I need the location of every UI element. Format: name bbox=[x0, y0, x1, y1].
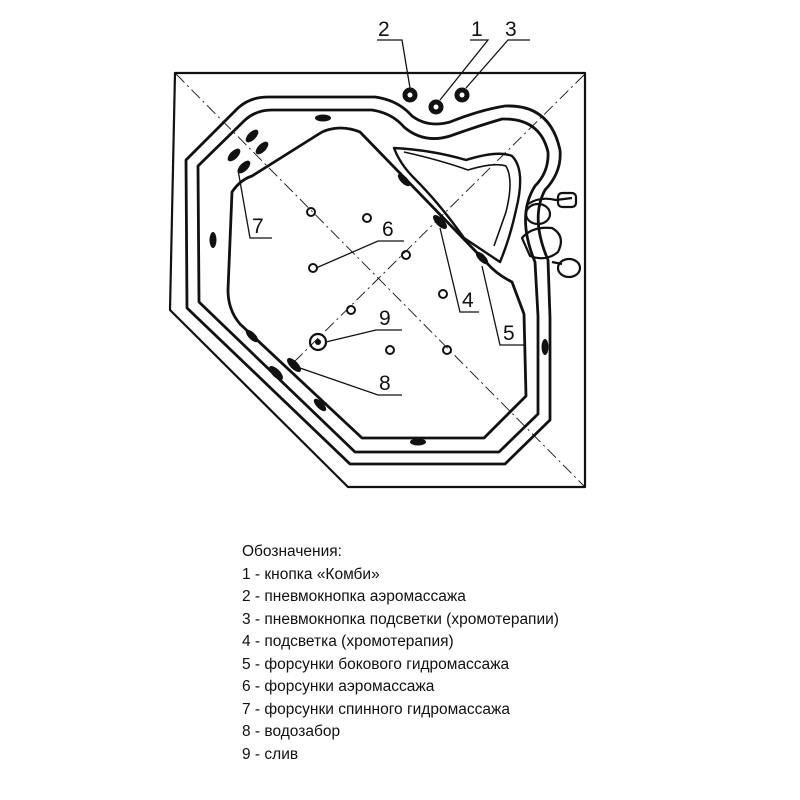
aero-jet bbox=[438, 289, 448, 299]
leader-line bbox=[439, 39, 490, 101]
callout-5: 5 bbox=[503, 322, 515, 345]
aero-jet bbox=[401, 250, 411, 260]
aero-jet bbox=[385, 345, 395, 355]
leader-line bbox=[315, 240, 404, 269]
legend-item: 7 - форсунки спинного гидромассажа bbox=[242, 700, 510, 718]
side-jet bbox=[209, 232, 217, 248]
bathtub-basin bbox=[226, 126, 528, 440]
spout-recess bbox=[392, 146, 522, 264]
side-jet bbox=[255, 141, 269, 155]
side-jet bbox=[287, 358, 301, 372]
leader-line bbox=[439, 227, 479, 313]
callout-8: 8 bbox=[379, 372, 391, 395]
side-jet bbox=[397, 173, 411, 187]
side-jet bbox=[313, 398, 327, 412]
callout-2: 2 bbox=[378, 18, 390, 41]
spout-recess-inner bbox=[403, 151, 511, 247]
leader-line bbox=[237, 169, 272, 239]
legend-item: 1 - кнопка «Комби» bbox=[242, 565, 380, 583]
leader-line bbox=[325, 329, 402, 343]
aero-jet bbox=[308, 263, 318, 273]
side-jet bbox=[269, 366, 283, 380]
side-jet bbox=[245, 329, 259, 343]
side-jet bbox=[410, 438, 426, 446]
leader-line bbox=[299, 367, 402, 396]
leader-line bbox=[465, 39, 530, 89]
side-jet bbox=[227, 148, 241, 162]
faucet bbox=[520, 191, 582, 279]
bathtub-rim-ring-outer bbox=[184, 95, 562, 466]
leader-line bbox=[377, 39, 411, 89]
callout-7: 7 bbox=[252, 215, 264, 238]
legend-item: 8 - водозабор bbox=[242, 723, 341, 740]
side-jet bbox=[245, 129, 259, 143]
callout-6: 6 bbox=[382, 218, 394, 241]
aero-jet bbox=[362, 213, 372, 223]
callout-1: 1 bbox=[471, 18, 483, 41]
bathtub-outer-rim bbox=[168, 71, 587, 489]
legend-item: 4 - подсветка (хромотерапия) bbox=[242, 633, 454, 650]
callout-4: 4 bbox=[462, 289, 474, 312]
aero-jet bbox=[442, 345, 452, 355]
legend-item: 3 - пневмокнопка подсветки (хромотерапии… bbox=[242, 610, 559, 628]
bathtub-diagram: 2 1 3 4 5 6 7 9 8 bbox=[168, 18, 587, 489]
side-jet bbox=[315, 114, 331, 122]
center-line bbox=[175, 73, 585, 487]
aero-jet bbox=[346, 305, 356, 315]
chromo-light bbox=[433, 215, 447, 229]
legend: Обозначения: 1 - кнопка «Комби» 2 - пнев… bbox=[242, 541, 559, 766]
callout-3: 3 bbox=[505, 18, 517, 41]
legend-title: Обозначения: bbox=[242, 543, 342, 560]
callout-9: 9 bbox=[379, 307, 391, 330]
legend-item: 9 - слив bbox=[242, 745, 299, 763]
side-jet bbox=[237, 160, 251, 174]
bathtub-rim-ring-inner bbox=[196, 108, 550, 454]
side-jet bbox=[541, 339, 549, 355]
aero-jet bbox=[306, 207, 316, 217]
side-jet bbox=[475, 251, 489, 265]
legend-item: 5 - форсунки бокового гидромассажа bbox=[242, 655, 510, 673]
legend-item: 2 - пневмокнопка аэромассажа bbox=[242, 588, 466, 605]
legend-item: 6 - форсунки аэромассажа bbox=[242, 678, 435, 695]
leader-line bbox=[481, 265, 525, 346]
